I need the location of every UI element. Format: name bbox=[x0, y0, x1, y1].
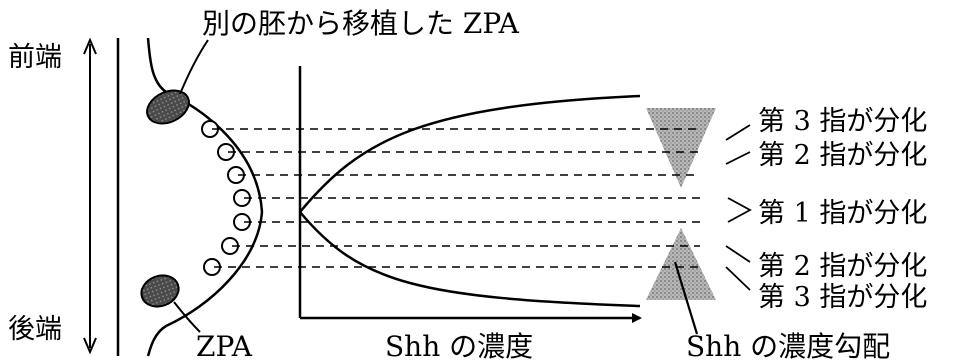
posterior-label: 後端 bbox=[8, 314, 62, 345]
digit-connectors bbox=[725, 124, 752, 291]
zpa-leader bbox=[173, 301, 201, 333]
digit-label-posterior-2: 第 2 指が分化 bbox=[758, 251, 927, 282]
anterior-label: 前端 bbox=[8, 42, 62, 73]
shh-concentration-label: Shh の濃度 bbox=[385, 330, 533, 360]
shh-gradient-triangle-lower bbox=[646, 228, 716, 300]
shh-gradient-label: Shh の濃度勾配 bbox=[686, 330, 890, 360]
shh-gradient-triangle-upper bbox=[646, 108, 716, 188]
anterior-posterior-axis-arrow bbox=[83, 37, 97, 355]
gradient-label-leader bbox=[673, 261, 699, 335]
shh-curve-lower bbox=[299, 211, 641, 308]
shh-curve-upper bbox=[299, 94, 641, 213]
transplanted-zpa-leader bbox=[179, 39, 209, 95]
transplanted-zpa-ellipse bbox=[146, 89, 190, 125]
transplanted-zpa-label: 別の胚から移植した ZPA bbox=[202, 7, 520, 40]
limb-bud-outline bbox=[146, 37, 264, 357]
digit-label-anterior-3: 第 3 指が分化 bbox=[758, 106, 927, 137]
digit-label-posterior-3: 第 3 指が分化 bbox=[758, 282, 927, 313]
limb-cells bbox=[201, 120, 251, 276]
digit-level-lines bbox=[212, 128, 700, 268]
digit-label-1: 第 1 指が分化 bbox=[758, 198, 927, 229]
zpa-label: ZPA bbox=[196, 330, 253, 360]
zpa-ellipse bbox=[140, 274, 180, 308]
digit-label-anterior-2: 第 2 指が分化 bbox=[758, 140, 927, 171]
